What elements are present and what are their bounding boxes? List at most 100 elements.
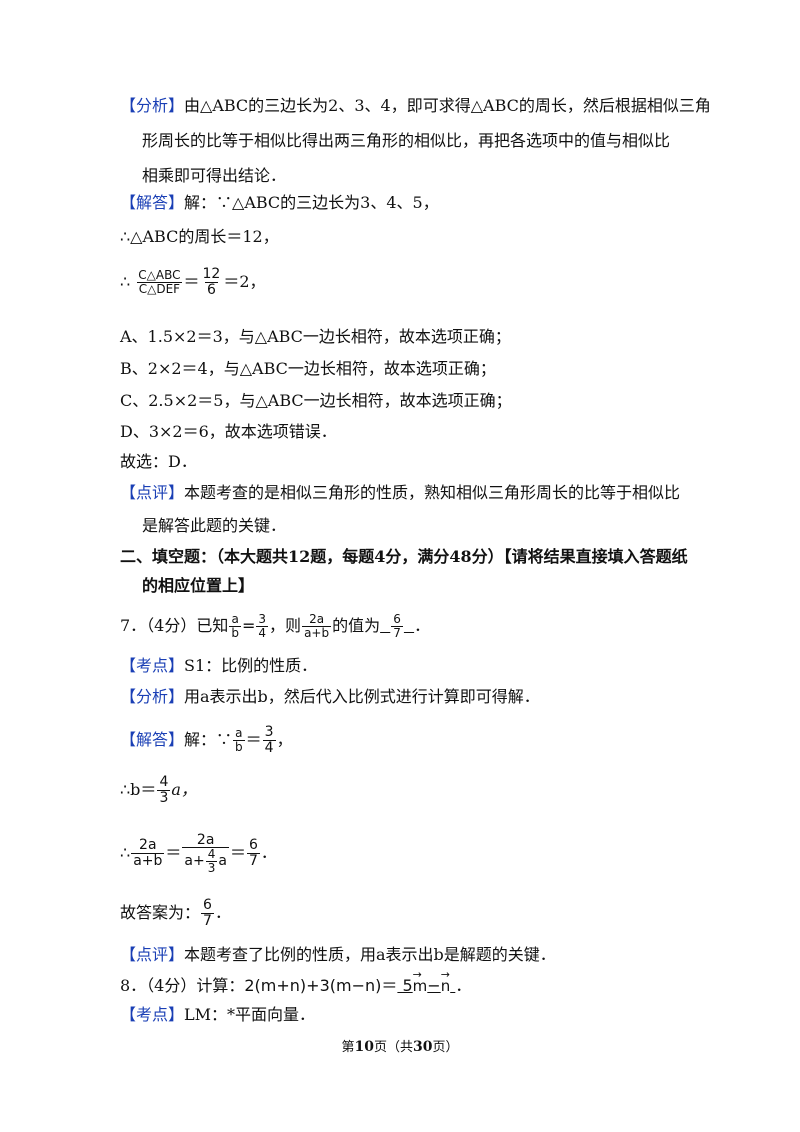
solution-line-1: 【解答】解：∵△ABC的三边长为3、4、5， <box>120 192 439 214</box>
fraction-denominator: a+b <box>131 853 165 869</box>
equals-sign: ＝ <box>165 843 182 862</box>
fraction-denominator: a+ 4 3 a <box>182 847 229 874</box>
substituted-fraction: 2a a+ 4 3 a <box>182 831 229 875</box>
comment2-tag: 【点评】 <box>120 945 185 964</box>
fraction-numerator: 4 <box>207 847 216 862</box>
four-thirds-fraction: 4 3 <box>205 847 218 875</box>
denominator-a: a <box>218 853 227 869</box>
fraction-denominator: 7 <box>391 626 403 640</box>
analysis-line-2: 形周长的比等于相似比得出两三角形的相似比，再把各选项中的值与相似比 <box>142 131 671 150</box>
fraction-denominator: 7 <box>246 853 260 869</box>
jieda-text: 解：∵ <box>184 730 233 749</box>
kaodian2-text: LM：*平面向量． <box>184 1005 316 1024</box>
equals-sign: = <box>242 616 256 635</box>
final-answer-fraction: 6 7 <box>201 898 214 928</box>
section-title-line-1: 二、填空题：（本大题共12题，每题4分，满分48分）【请将结果直接填入答题纸 <box>120 547 688 566</box>
kaodian-text: S1：比例的性质． <box>184 656 318 675</box>
fraction-numerator: 12 <box>202 266 221 283</box>
therefore-symbol: ∴ <box>120 843 131 862</box>
question-8-answer: 5m−n <box>397 964 455 997</box>
kaodian2-line: 【考点】LM：*平面向量． <box>120 1004 315 1026</box>
kaodian-line: 【考点】S1：比例的性质． <box>120 655 317 677</box>
answer-fraction: 6 7 <box>391 613 403 639</box>
comment-text: 本题考查的是相似三角形的性质，熟知相似三角形周长的比等于相似比 <box>184 483 681 502</box>
kaodian2-tag: 【考点】 <box>120 1005 185 1024</box>
option-a-line: A、1.5×2＝3，与△ABC一边长相符，故本选项正确； <box>120 327 511 346</box>
period: ． <box>214 903 231 922</box>
fraction-numerator: a <box>235 726 243 741</box>
analysis-line-3: 相乘即可得出结论． <box>142 166 287 185</box>
equals-sign: ＝ <box>183 272 200 291</box>
fraction-numerator: 6 <box>203 897 212 914</box>
question-7: 7．（4分）已知 a b = 3 4 ，则 2a a+b 的值为 6 7 ． <box>120 606 430 646</box>
fraction-numerator: a <box>231 612 239 627</box>
comment-line-2: 是解答此题的关键． <box>142 516 287 535</box>
period: ． <box>455 976 472 995</box>
b-equals-prefix: ∴b＝ <box>120 780 157 799</box>
fraction-denominator: 3 <box>205 860 218 875</box>
footer-suffix: 页） <box>432 1040 459 1055</box>
final-answer-label: 故答案为： <box>120 903 201 922</box>
expression-fraction: 2a a+b <box>131 837 165 869</box>
equals-sign: ＝ <box>245 730 262 749</box>
analysis-tag: 【分析】 <box>120 96 185 115</box>
period: ． <box>260 843 277 862</box>
selection-line: 故选：D． <box>120 452 197 471</box>
denominator-a-plus: a+ <box>184 853 205 869</box>
vector-m: m <box>413 964 428 997</box>
comment2-text: 本题考查了比例的性质，用a表示出b是解题的关键． <box>184 945 556 964</box>
three-quarters-fraction: 3 4 <box>262 724 276 755</box>
fraction-denominator: 4 <box>256 626 269 640</box>
fraction-denominator: b <box>233 740 245 754</box>
value-fraction: 12 6 <box>201 267 223 297</box>
four-thirds-fraction: 4 3 <box>157 774 171 806</box>
final-answer-line: 故答案为： 6 7 ． <box>120 893 231 933</box>
a-over-b-fraction: a b <box>229 613 241 639</box>
kaodian-tag: 【考点】 <box>120 656 185 675</box>
comment-tag: 【点评】 <box>120 483 185 502</box>
jieda-tag: 【解答】 <box>120 730 185 749</box>
question-8: 8．（4分）计算：2(m+n)+3(m−n)＝ 5m−n ． <box>120 964 472 997</box>
fraction-numerator: 4 <box>159 774 169 791</box>
vector-expression: 2(m+n)+3(m−n)＝ <box>244 976 398 995</box>
jieda-line: 【解答】解：∵ a b ＝ 3 4 ， <box>120 720 293 760</box>
fraction-numerator: 3 <box>264 724 274 741</box>
fraction-denominator: 3 <box>157 790 171 806</box>
option-b-line: B、2×2＝4，与△ABC一边长相符，故本选项正确； <box>120 359 496 378</box>
a-over-b-fraction: a b <box>233 727 245 753</box>
page-footer: 第10页（共30页） <box>0 1036 800 1055</box>
target-expression-fraction: 2a a+b <box>302 612 332 640</box>
footer-middle: 页（共 <box>373 1040 413 1055</box>
fraction-numerator: 2a <box>139 837 157 854</box>
fraction-numerator: C△ABC <box>138 268 181 283</box>
fraction-denominator: a+b <box>302 626 332 640</box>
solution-line-2: ∴△ABC的周长＝12， <box>120 227 279 246</box>
current-page-number: 10 <box>354 1039 374 1055</box>
analysis-text: 由△ABC的三边长为2、3、4，即可求得△ABC的周长，然后根据相似三角 <box>184 96 711 115</box>
question-7-period: ． <box>414 616 431 635</box>
ratio-result: ＝2， <box>223 272 266 291</box>
equals-sign: ＝ <box>229 843 246 862</box>
fraction-numerator: 2a <box>309 612 325 627</box>
vector-n: n <box>441 964 451 997</box>
question-7-answer: 6 7 <box>380 613 414 639</box>
section-title-line-2: 的相应位置上】 <box>142 576 255 595</box>
solution-text: 解：∵△ABC的三边长为3、4、5， <box>184 193 439 212</box>
fenxi-line: 【分析】用a表示出b，然后代入比例式进行计算即可得解． <box>120 686 540 708</box>
fraction-numerator: 6 <box>248 837 258 854</box>
b-equals-line: ∴b＝ 4 3 a， <box>120 770 197 810</box>
fraction-numerator: 6 <box>393 612 401 627</box>
option-c-line: C、2.5×2＝5，与△ABC一边长相符，故本选项正确； <box>120 391 512 410</box>
three-quarters-fraction: 3 4 <box>256 613 269 640</box>
comment2-line: 【点评】本题考查了比例的性质，用a表示出b是解题的关键． <box>120 944 556 966</box>
minus-sign: − <box>427 976 441 995</box>
b-equals-suffix: a， <box>171 780 197 799</box>
solution-tag: 【解答】 <box>120 193 185 212</box>
comma: ， <box>276 730 293 749</box>
fraction-numerator: 2a <box>196 831 215 848</box>
total-page-count: 30 <box>413 1039 433 1055</box>
fraction-denominator: 7 <box>201 913 214 929</box>
perimeter-ratio-fraction: C△ABC C△DEF <box>136 268 183 295</box>
footer-prefix: 第 <box>341 1040 355 1055</box>
therefore-symbol: ∴ <box>120 272 131 291</box>
